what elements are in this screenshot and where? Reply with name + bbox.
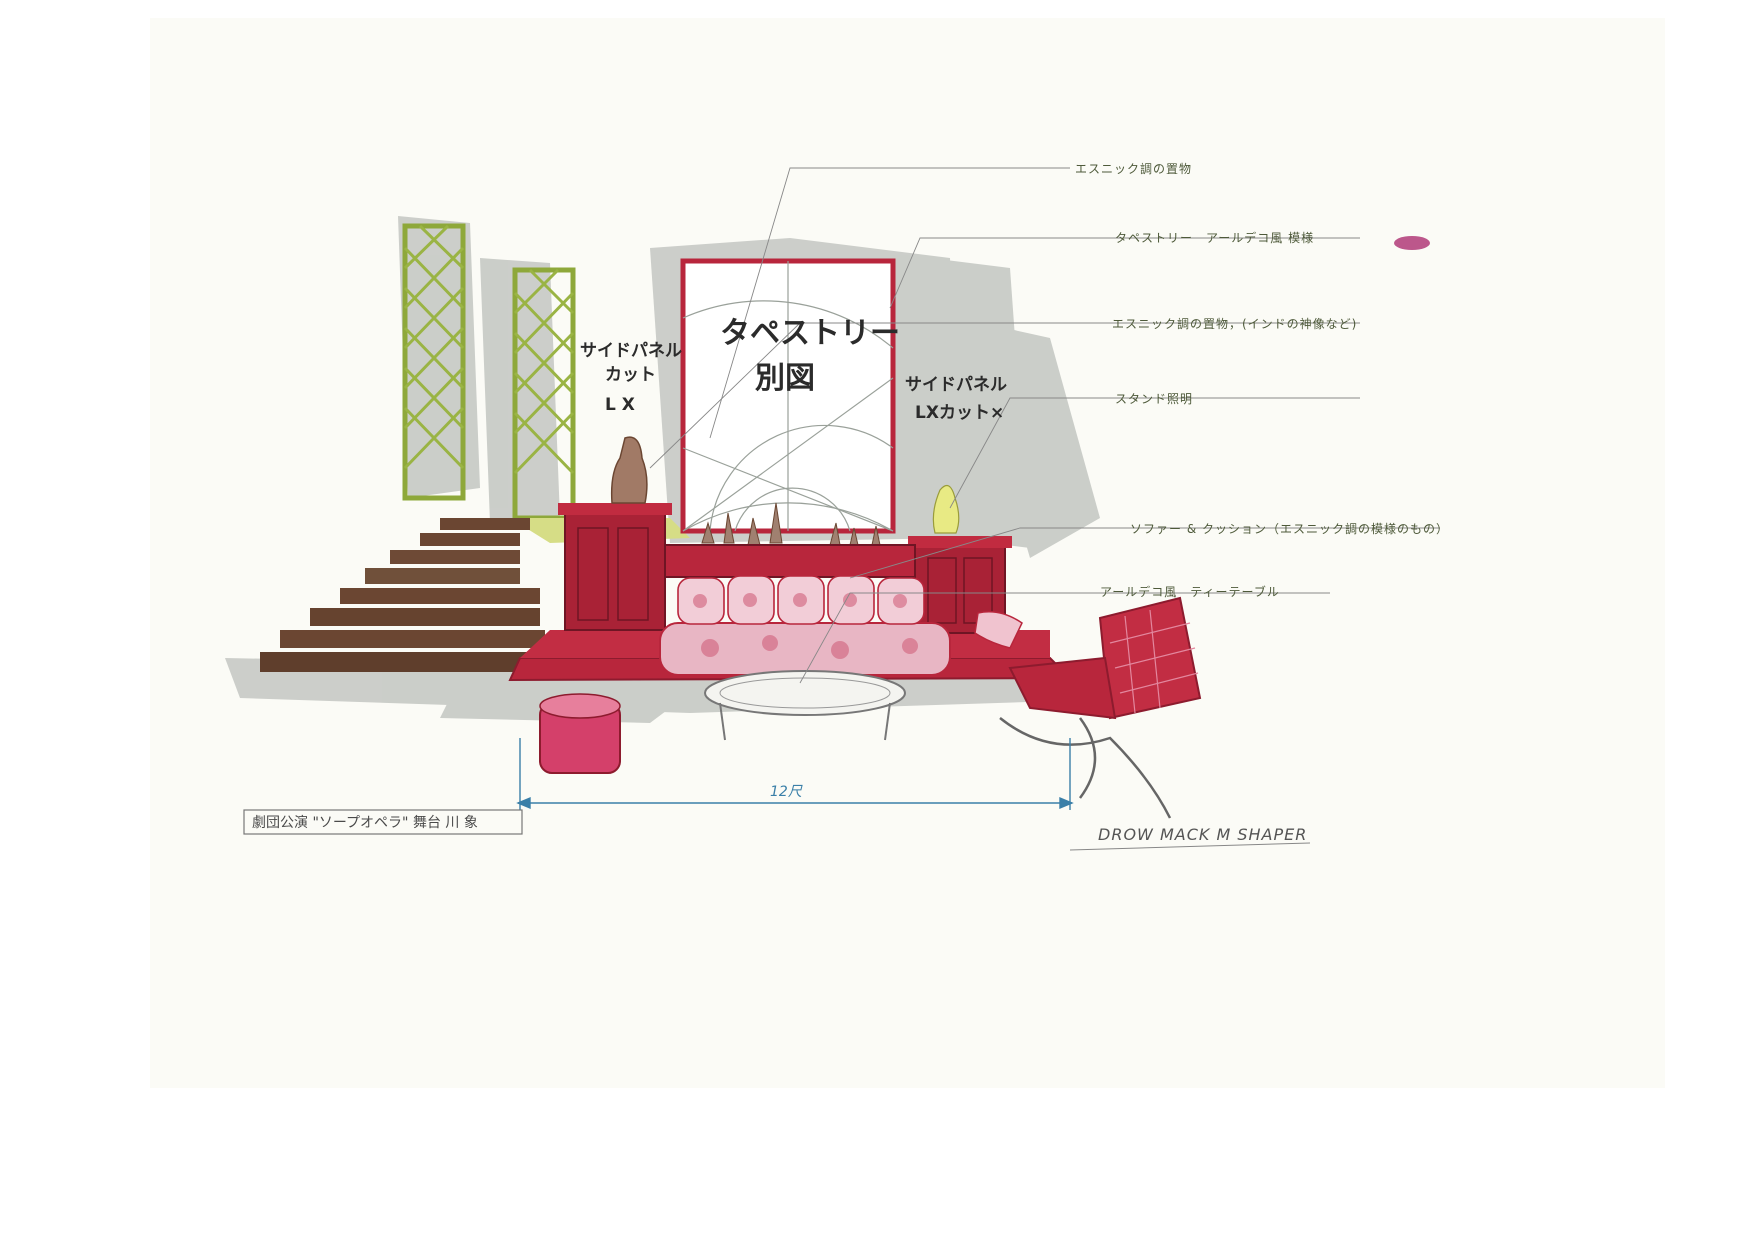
ink-smudge bbox=[1394, 236, 1430, 250]
callout-tapestry-artdeco: タペストリー アールデコ風 模様 bbox=[1115, 230, 1314, 245]
cabinet-left bbox=[558, 503, 672, 631]
title-box bbox=[243, 809, 523, 835]
stage-set-sketch: エスニック調の置物 タペストリー アールデコ風 模様 エスニック調の置物，(イン… bbox=[225, 162, 1449, 851]
tapestry-ref-label: 別図 bbox=[755, 361, 815, 396]
side-panel-left-label: サイドパネル bbox=[580, 341, 682, 361]
dimension-line bbox=[516, 738, 1074, 810]
sofa bbox=[659, 544, 1023, 676]
callout-ethnic-ornament: エスニック調の置物 bbox=[1075, 162, 1192, 176]
callout-tea-table: アールデコ風 ティーテーブル bbox=[1100, 584, 1280, 599]
tea-table bbox=[704, 670, 906, 741]
side-panel-left-mark: L X bbox=[605, 395, 635, 415]
callout-ethnic-statue: エスニック調の置物，(インドの神像など) bbox=[1112, 317, 1357, 331]
cabinet-right bbox=[908, 536, 1012, 634]
side-panel-right-cut: LXカット× bbox=[915, 403, 1004, 423]
lattice-screen-left bbox=[402, 223, 466, 501]
tapestry-frame bbox=[680, 258, 896, 534]
side-panel-left-cut: カット bbox=[605, 365, 656, 385]
drawing-sheet: エスニック調の置物 タペストリー アールデコ風 模様 エスニック調の置物，(イン… bbox=[150, 18, 1665, 1088]
callout-stand-light: スタンド照明 bbox=[1115, 392, 1193, 406]
side-panel-right-label: サイドパネル bbox=[905, 375, 1007, 395]
signature-underline bbox=[1069, 842, 1311, 851]
stand-lamp bbox=[932, 484, 960, 534]
callout-leaders bbox=[649, 167, 1440, 684]
ottoman bbox=[539, 693, 621, 774]
signature: DROW MACK M SHAPER bbox=[1098, 825, 1307, 844]
lounge-chair bbox=[999, 596, 1202, 819]
tapestry-label: タペストリー bbox=[720, 316, 900, 351]
dimension-label: 12尺 bbox=[770, 784, 803, 800]
callout-sofa-cushion: ソファー & クッション（エスニック調の模様のもの） bbox=[1130, 522, 1449, 536]
statue bbox=[610, 436, 648, 504]
title-text: 劇団公演 "ソープオペラ" 舞台 川 象 bbox=[252, 815, 478, 831]
